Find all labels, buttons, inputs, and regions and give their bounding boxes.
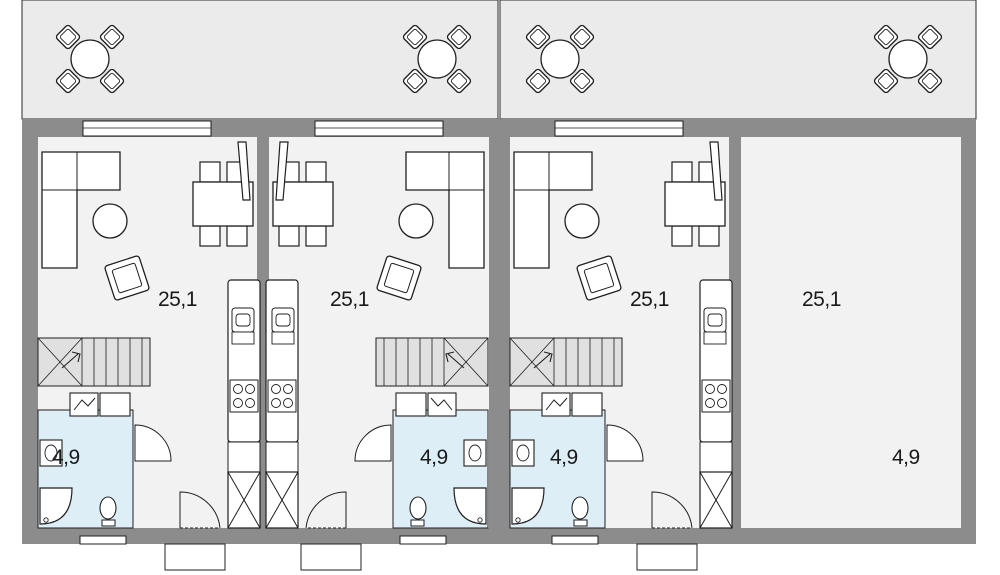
bathroom-area-label: 4,9 [892, 446, 920, 469]
living-area-label: 25,1 [330, 288, 369, 311]
bathroom-area-label: 4,9 [52, 446, 80, 469]
living-area-label: 25,1 [802, 288, 841, 311]
bathroom-area-label: 4,9 [420, 446, 448, 469]
bathroom-area-label: 4,9 [550, 446, 578, 469]
living-area-label: 25,1 [630, 288, 669, 311]
living-area-label: 25,1 [158, 288, 197, 311]
